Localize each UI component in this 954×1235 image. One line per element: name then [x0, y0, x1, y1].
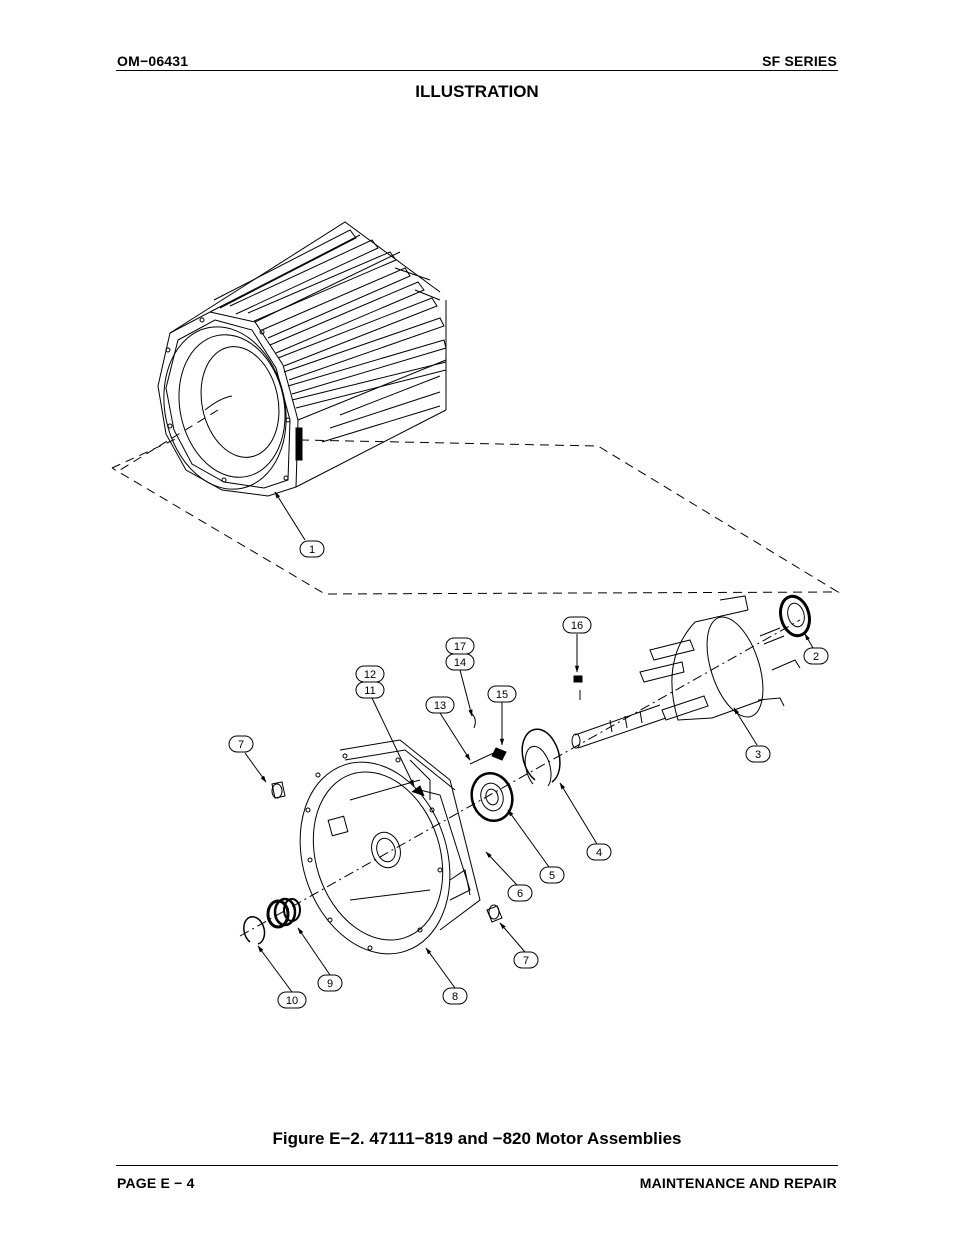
pipe-plug-upper: [271, 781, 286, 799]
header-rule: [116, 70, 838, 71]
svg-text:14: 14: [454, 657, 466, 669]
bearing-front: [470, 771, 514, 823]
svg-text:12: 12: [364, 669, 376, 681]
snap-ring: [243, 916, 266, 945]
callout-8: 8: [442, 987, 468, 1005]
rotor-shaft: [571, 595, 801, 749]
footer-rule: [116, 1165, 838, 1166]
series-name: SF SERIES: [762, 53, 837, 69]
svg-text:9: 9: [327, 978, 333, 990]
bearing-rear: [779, 594, 811, 638]
svg-text:5: 5: [549, 870, 555, 882]
callout-14: 14: [445, 653, 475, 671]
callout-10: 10: [277, 991, 307, 1009]
callout-3: 3: [745, 745, 771, 763]
page-number: PAGE E − 4: [117, 1175, 195, 1191]
shaft-key: [573, 675, 583, 683]
end-bell: [299, 739, 481, 955]
callout-7-upper: 7: [228, 735, 254, 753]
svg-text:7: 7: [523, 955, 529, 967]
svg-text:17: 17: [454, 641, 466, 653]
svg-text:2: 2: [813, 651, 819, 663]
callout-1: 1: [299, 540, 325, 558]
document-number: OM−06431: [117, 53, 189, 69]
retaining-ring: [521, 728, 561, 787]
callout-6: 6: [507, 884, 533, 902]
svg-text:8: 8: [452, 991, 458, 1003]
svg-text:16: 16: [571, 620, 583, 632]
pipe-plug-lower: [486, 904, 503, 923]
callout-12: 12: [355, 665, 385, 683]
svg-text:15: 15: [496, 689, 508, 701]
svg-text:4: 4: [596, 847, 602, 859]
callout-17: 17: [445, 637, 475, 655]
svg-text:6: 6: [517, 888, 523, 900]
callout-16: 16: [562, 616, 592, 634]
callout-2: 2: [803, 647, 829, 665]
shaft-seal: [266, 897, 301, 929]
callout-9: 9: [317, 974, 343, 992]
motor-housing: [157, 221, 447, 497]
callout-4: 4: [586, 843, 612, 861]
footer-section: MAINTENANCE AND REPAIR: [639, 1175, 837, 1191]
callout-7-lower: 7: [513, 951, 539, 969]
svg-text:13: 13: [434, 700, 446, 712]
svg-text:10: 10: [286, 995, 298, 1007]
svg-text:3: 3: [755, 749, 761, 761]
svg-text:11: 11: [364, 685, 375, 697]
callout-13: 13: [425, 696, 455, 714]
svg-text:7: 7: [238, 739, 244, 751]
figure-caption: Figure E−2. 47111−819 and −820 Motor Ass…: [272, 1129, 682, 1148]
svg-text:1: 1: [309, 544, 315, 556]
callout-5: 5: [539, 866, 565, 884]
callout-15: 15: [487, 685, 517, 703]
section-title: ILLUSTRATION: [415, 82, 539, 101]
callout-11: 11: [355, 681, 385, 699]
